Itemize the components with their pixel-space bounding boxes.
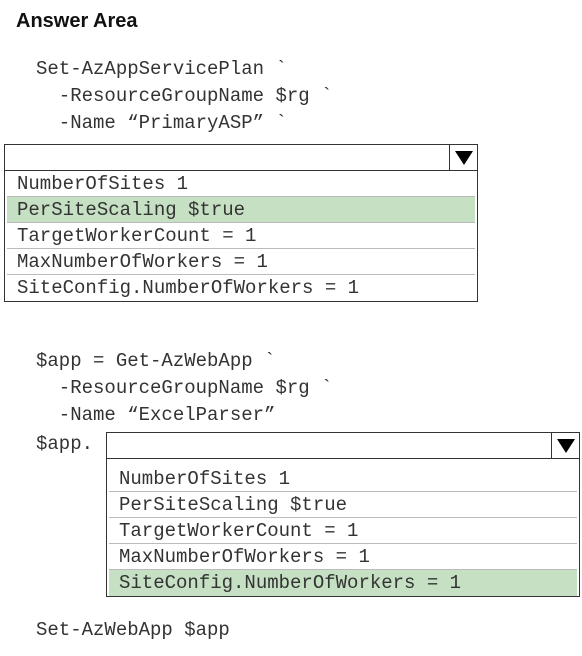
code-line: -ResourceGroupName $rg ` — [36, 377, 333, 399]
dropdown-spacer — [107, 459, 579, 466]
app-prefix: $app. — [36, 433, 94, 455]
dropdown-option[interactable]: TargetWorkerCount = 1 — [109, 518, 577, 544]
code-line: Set-AzAppServicePlan ` — [36, 58, 287, 80]
dropdown-option-selected[interactable]: SiteConfig.NumberOfWorkers = 1 — [109, 570, 577, 596]
code-line: -Name “PrimaryASP” ` — [36, 112, 287, 134]
dropdown-option[interactable]: NumberOfSites 1 — [7, 171, 475, 197]
code-line: $app = Get-AzWebApp ` — [36, 350, 276, 372]
dropdown-header[interactable] — [5, 145, 477, 171]
dropdown-option[interactable]: PerSiteScaling $true — [109, 492, 577, 518]
answer-area-title: Answer Area — [16, 10, 138, 32]
triangle-down-icon[interactable] — [449, 145, 477, 170]
dropdown-header[interactable] — [107, 433, 579, 459]
code-line: -ResourceGroupName $rg ` — [36, 85, 333, 107]
code-line: Set-AzWebApp $app — [36, 619, 230, 641]
dropdown-option-selected[interactable]: PerSiteScaling $true — [7, 197, 475, 223]
dropdown-option[interactable]: NumberOfSites 1 — [109, 466, 577, 492]
dropdown-option[interactable]: TargetWorkerCount = 1 — [7, 223, 475, 249]
webapp-setting-dropdown[interactable]: NumberOfSites 1 PerSiteScaling $true Tar… — [106, 432, 580, 597]
code-line: -Name “ExcelParser” — [36, 404, 276, 426]
triangle-down-icon[interactable] — [551, 433, 579, 458]
dropdown-option[interactable]: MaxNumberOfWorkers = 1 — [7, 249, 475, 275]
dropdown-option[interactable]: SiteConfig.NumberOfWorkers = 1 — [17, 277, 360, 299]
dropdown-option[interactable]: MaxNumberOfWorkers = 1 — [109, 544, 577, 570]
plan-setting-dropdown[interactable]: NumberOfSites 1 PerSiteScaling $true Tar… — [4, 144, 478, 302]
